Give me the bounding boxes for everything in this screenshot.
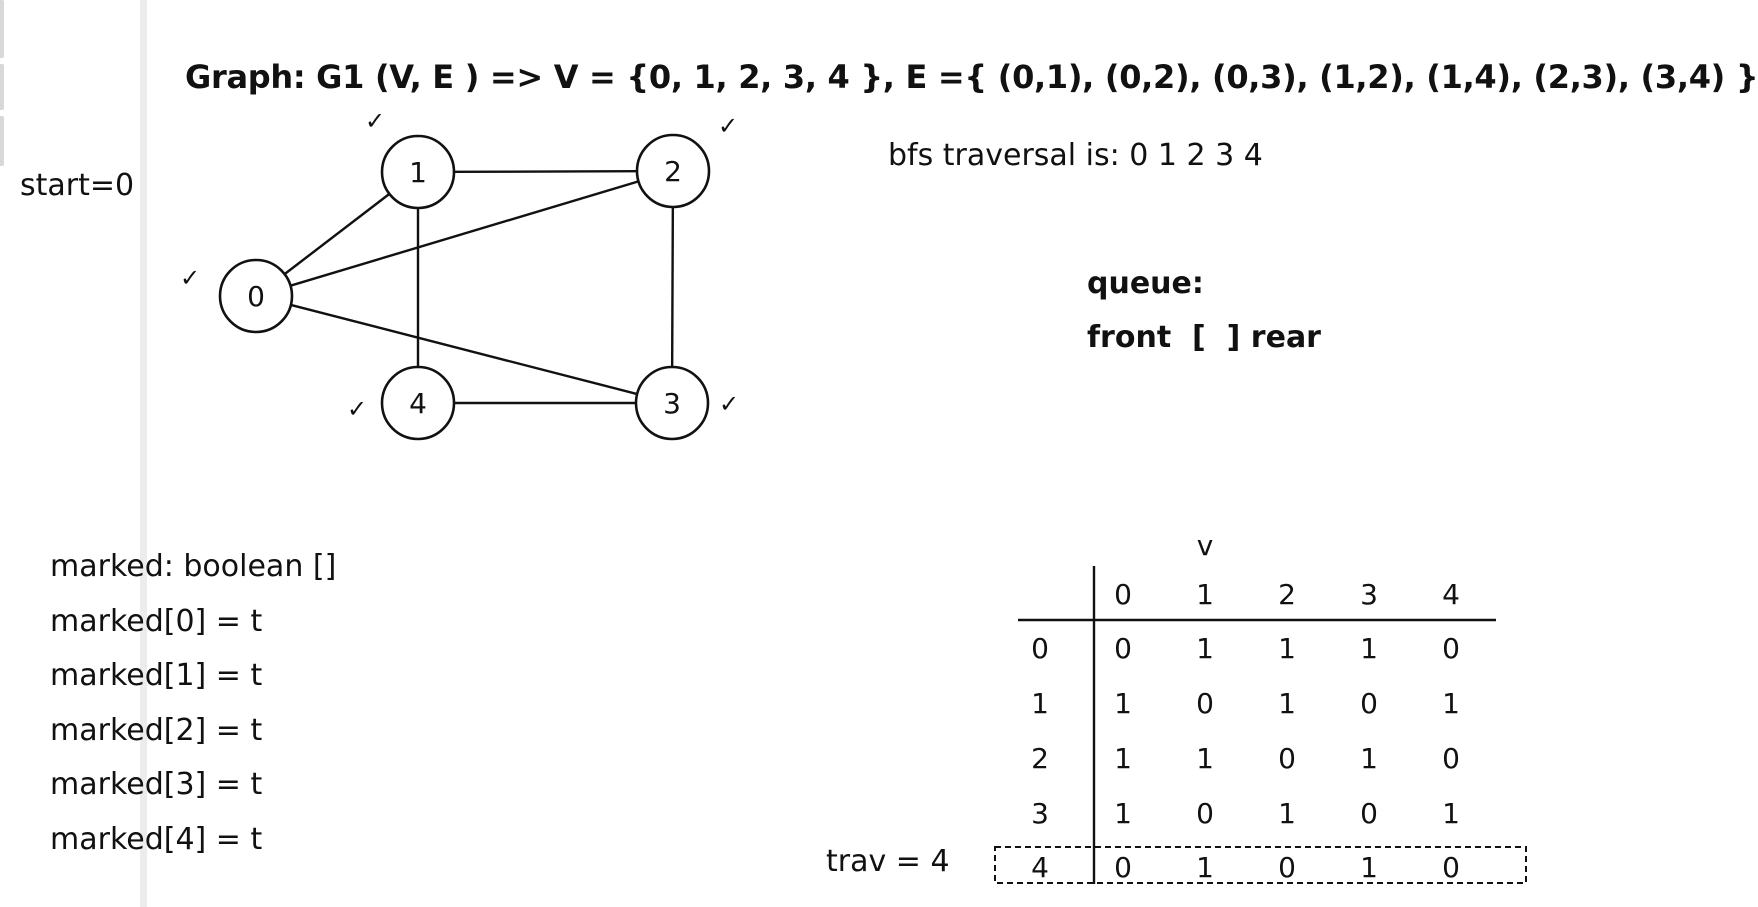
visited-check-icon: ✓ [719, 390, 739, 418]
marked-array-list: marked: boolean [] marked[0] = t marked[… [50, 540, 336, 867]
node-label: 4 [409, 387, 427, 420]
graph-node-0: 0 [218, 258, 294, 334]
marked-item: marked[2] = t [50, 712, 263, 748]
matrix-cell: 0 [1114, 632, 1132, 665]
matrix-cell: 1 [1114, 687, 1132, 720]
matrix-cell: 1 [1278, 687, 1296, 720]
matrix-cell: 0 [1442, 632, 1460, 665]
node-circle [380, 365, 456, 441]
matrix-row-header: 4 [1031, 851, 1049, 884]
left-margin [0, 0, 160, 907]
page-tab-marker [0, 116, 4, 166]
matrix-row-header: 3 [1031, 797, 1049, 830]
queue-contents: front [ ] rear [1087, 320, 1321, 355]
matrix-cell: 1 [1360, 851, 1378, 884]
matrix-cell: 1 [1196, 742, 1214, 775]
node-label: 0 [247, 280, 265, 313]
marked-item: marked[1] = t [50, 658, 263, 693]
matrix-cell: 1 [1114, 797, 1132, 830]
bfs-traversal-text: bfs traversal is: 0 1 2 3 4 [888, 138, 1263, 173]
matrix-cell: 0 [1278, 742, 1296, 775]
graph-node-3: 3 [634, 365, 710, 441]
queue-label: queue: [1087, 266, 1204, 301]
visited-check-icon: ✓ [347, 395, 367, 423]
graph-edge-0-3 [290, 303, 638, 396]
matrix-cell: 0 [1442, 851, 1460, 884]
page-tab-marker [0, 64, 4, 110]
matrix-row-header: 1 [1031, 687, 1049, 720]
trav-label: trav = 4 [826, 844, 950, 879]
node-label: 1 [409, 156, 427, 189]
matrix-cell: 0 [1360, 687, 1378, 720]
start-label: start=0 [20, 168, 135, 203]
graph-node-4: 4 [380, 365, 456, 441]
graph-nodes: 0 ✓ 1 ✓ 2 ✓ 3 ✓ 4 ✓ [180, 107, 739, 441]
visited-check-icon: ✓ [718, 112, 738, 140]
matrix-cell: 1 [1196, 632, 1214, 665]
node-label: 2 [664, 155, 682, 188]
node-circle [218, 258, 294, 334]
graph-node-1: 1 [380, 134, 456, 210]
node-circle [634, 365, 710, 441]
graph-edges [283, 169, 675, 405]
graph-edge-0-2 [290, 180, 639, 287]
marked-item: marked[3] = t [50, 767, 263, 802]
node-label: 3 [663, 387, 681, 420]
matrix-col-header: 3 [1360, 578, 1378, 611]
matrix-cell: 1 [1442, 797, 1460, 830]
matrix-cell: 0 [1196, 797, 1214, 830]
marked-header: marked: boolean [] [50, 549, 337, 584]
marked-item: marked[4] = t [50, 821, 263, 857]
matrix-cell: 0 [1196, 687, 1214, 720]
matrix-cell: 0 [1114, 851, 1132, 884]
node-circle [380, 134, 456, 210]
graph-edge-2-3 [670, 206, 675, 368]
adjacency-matrix: v 0 1 2 3 4 0 1 2 3 4 0 1 1 1 0 1 0 1 0 1 1 1 0 1 0 1 0 1 0 1 0 1 0 1 0 [994, 529, 1527, 884]
matrix-row-header: 0 [1031, 632, 1049, 665]
visited-check-icon: ✓ [180, 264, 200, 292]
matrix-cell: 1 [1360, 632, 1378, 665]
matrix-col-header: 2 [1278, 578, 1296, 611]
visited-check-icon: ✓ [365, 107, 385, 135]
matrix-axis-label: v [1197, 529, 1214, 562]
node-circle [635, 133, 711, 209]
page-tab-marker [0, 0, 4, 58]
matrix-cell: 1 [1114, 742, 1132, 775]
current-row-highlight [994, 846, 1527, 884]
matrix-row-header: 2 [1031, 742, 1049, 775]
matrix-cell: 1 [1278, 797, 1296, 830]
matrix-col-header: 0 [1114, 578, 1132, 611]
matrix-cell: 0 [1360, 797, 1378, 830]
matrix-cell: 1 [1196, 851, 1214, 884]
graph-node-2: 2 [635, 133, 711, 209]
matrix-cell: 0 [1278, 851, 1296, 884]
graph-edge-0-1 [283, 192, 391, 276]
graph-title: Graph: G1 (V, E ) => V = {0, 1, 2, 3, 4 … [185, 58, 1758, 96]
graph-edge-1-2 [453, 169, 638, 174]
matrix-col-header: 1 [1196, 578, 1214, 611]
matrix-cell: 0 [1442, 742, 1460, 775]
marked-item: marked[0] = t [50, 603, 263, 639]
matrix-col-header: 4 [1442, 578, 1460, 611]
matrix-cell: 1 [1360, 742, 1378, 775]
margin-divider [140, 0, 147, 907]
matrix-cell: 1 [1278, 632, 1296, 665]
matrix-cell: 1 [1442, 687, 1460, 720]
